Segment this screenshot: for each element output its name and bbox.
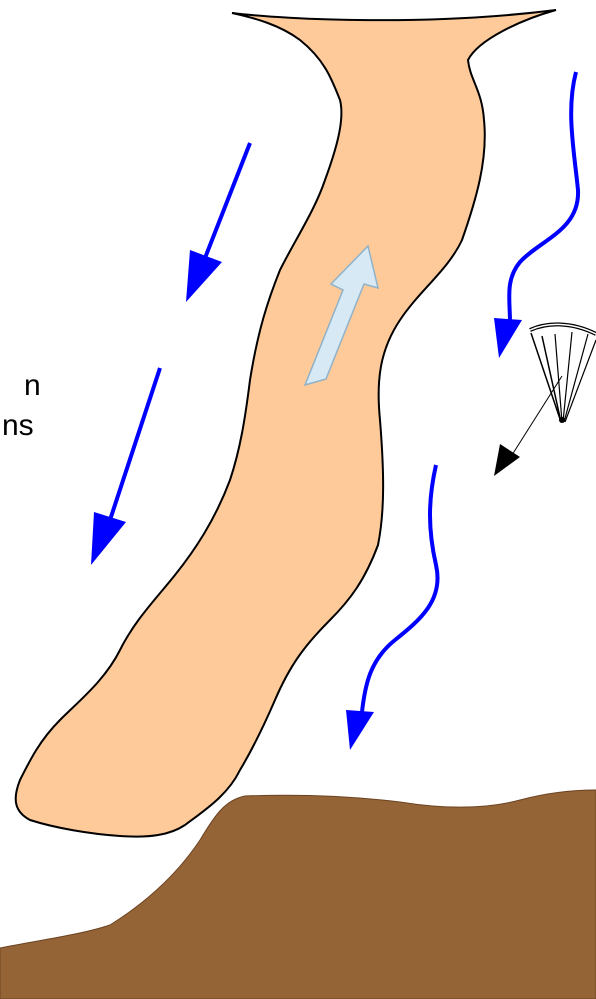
sink-arrow-right-upper	[494, 72, 578, 358]
sink-arrow-left-upper	[186, 143, 250, 302]
glider-direction-arrow	[494, 376, 562, 476]
sink-arrow-left-lower	[91, 368, 160, 565]
paraglider-icon	[530, 324, 596, 423]
thermal-column	[16, 10, 556, 837]
